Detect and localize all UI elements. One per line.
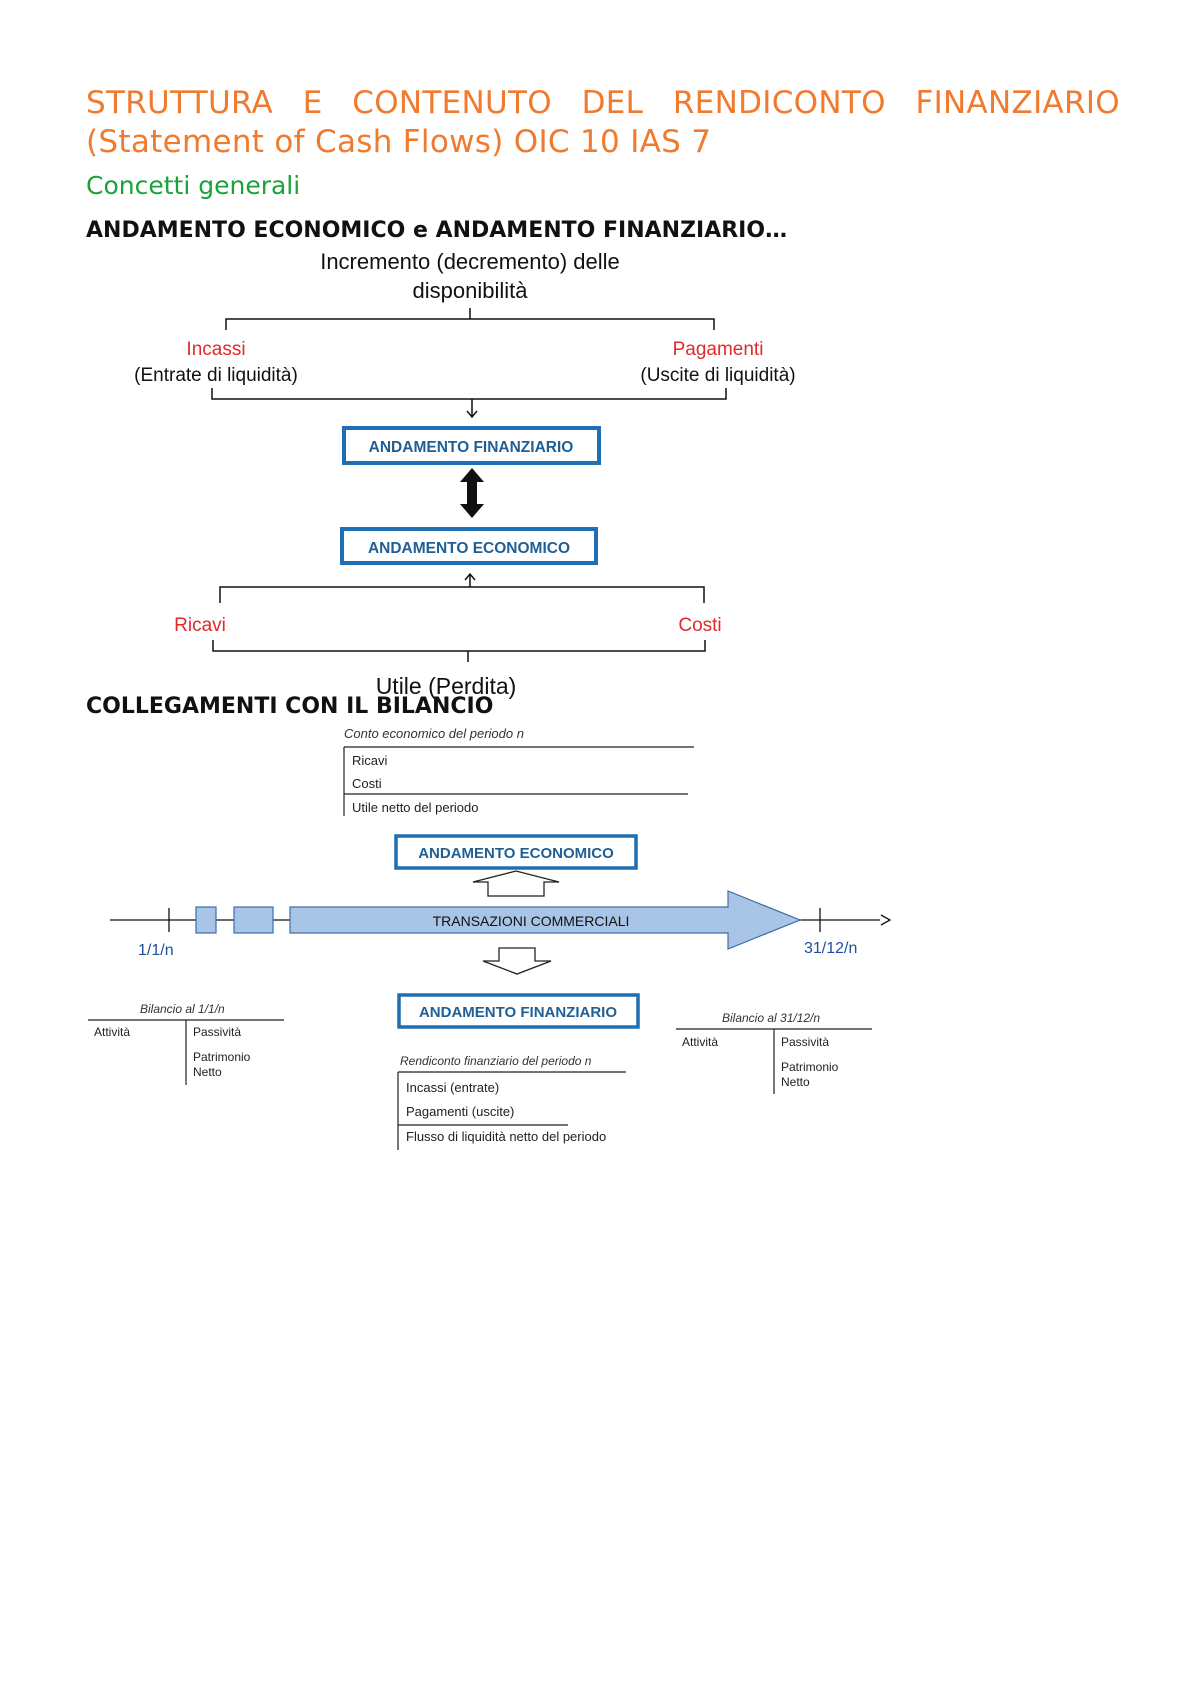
ce-row-ricavi: Ricavi [352, 753, 388, 768]
transaction-block-small [195, 906, 217, 934]
top-bracket [225, 308, 715, 330]
pagamenti-label: Pagamenti [673, 339, 764, 360]
ce-table-lines [343, 746, 694, 816]
andamento-finanziario-box [342, 426, 601, 465]
double-arrow-icon [460, 468, 484, 518]
bilancio-start-passivita: Passività [193, 1025, 241, 1039]
bilancio-end-netto: Netto [781, 1075, 810, 1089]
ce-title: Conto economico del periodo n [344, 726, 524, 741]
andamento-finanziario-label-2: ANDAMENTO FINANZIARIO [419, 1004, 617, 1021]
lower-bracket [219, 572, 705, 603]
increment-label-line1: Incremento (decremento) delle [320, 249, 620, 274]
bilancio-start-attivita: Attività [94, 1025, 130, 1039]
rf-title: Rendiconto finanziario del periodo n [400, 1054, 592, 1068]
bilancio-end-attivita: Attività [682, 1035, 718, 1049]
rf-row-incassi: Incassi (entrate) [406, 1080, 499, 1095]
bottom-bracket [212, 640, 706, 662]
rf-table-lines [397, 1071, 626, 1150]
hollow-down-arrow-icon [482, 947, 552, 975]
ce-row-utile: Utile netto del periodo [352, 800, 478, 815]
andamento-finanziario-box-2 [397, 993, 640, 1029]
bilancio-start-patrimonio: Patrimonio [193, 1050, 251, 1064]
costi-label: Costi [678, 615, 721, 636]
transaction-block-medium [233, 906, 274, 934]
date-start: 1/1/n [138, 942, 174, 959]
incassi-sublabel: (Entrate di liquidità) [134, 365, 298, 386]
increment-label-line2: disponibilità [413, 278, 529, 303]
andamento-finanziario-label: ANDAMENTO FINANZIARIO [369, 439, 574, 456]
heading-andamento: ANDAMENTO ECONOMICO e ANDAMENTO FINANZIA… [86, 218, 788, 243]
incassi-label: Incassi [186, 339, 245, 360]
date-end: 31/12/n [804, 940, 857, 957]
bilancio-end-lines [676, 1028, 872, 1094]
middle-bracket [211, 388, 727, 419]
timeline [110, 890, 892, 950]
economic-financial-diagram: Incremento (decremento) delle disponibil… [134, 249, 795, 699]
bilancio-start-title: Bilancio al 1/1/n [140, 1002, 225, 1016]
section-heading: Concetti generali [86, 171, 301, 200]
utile-perdita-label: Utile (Perdita) [376, 673, 517, 699]
ce-row-costi: Costi [352, 776, 382, 791]
bilancio-end-passivita: Passività [781, 1035, 829, 1049]
rf-row-flusso: Flusso di liquidità netto del periodo [406, 1129, 606, 1144]
heading-collegamenti: COLLEGAMENTI CON IL BILANCIO [86, 694, 494, 719]
andamento-economico-label: ANDAMENTO ECONOMICO [368, 540, 570, 557]
andamento-economico-label-2: ANDAMENTO ECONOMICO [418, 845, 614, 862]
bilancio-end-title: Bilancio al 31/12/n [722, 1011, 820, 1025]
andamento-economico-box-2 [394, 834, 638, 870]
transaction-arrow [289, 890, 802, 950]
balance-sheet-link-diagram: Conto economico del periodo n Ricavi Cos… [88, 726, 892, 1150]
bilancio-end-patrimonio: Patrimonio [781, 1060, 839, 1074]
rf-row-pagamenti: Pagamenti (uscite) [406, 1104, 514, 1119]
hollow-up-arrow-icon [472, 870, 560, 897]
bilancio-start-lines [88, 1019, 284, 1085]
transazioni-label: TRANSAZIONI COMMERCIALI [433, 913, 630, 929]
ricavi-label: Ricavi [174, 615, 226, 636]
pagamenti-sublabel: (Uscite di liquidità) [640, 365, 795, 386]
document-title: STRUTTURA E CONTENUTO DEL RENDICONTO FIN… [86, 85, 1120, 160]
andamento-economico-box [340, 527, 598, 565]
bilancio-start-netto: Netto [193, 1065, 222, 1079]
